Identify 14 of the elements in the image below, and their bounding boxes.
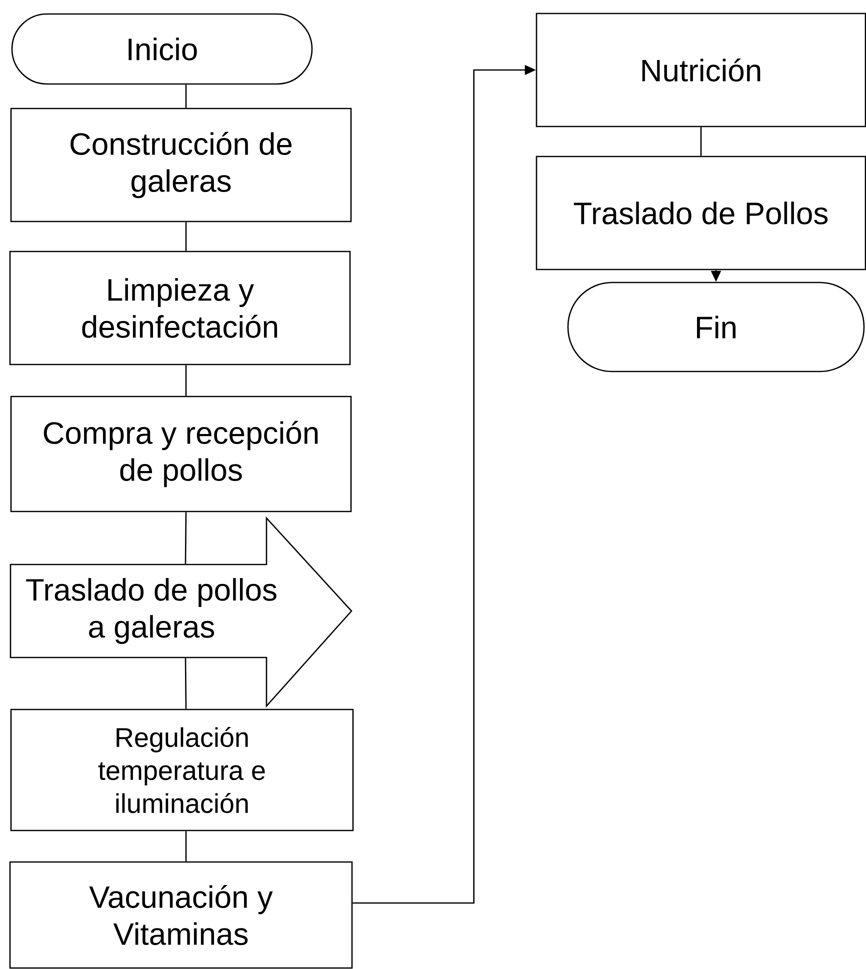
connector [184,512,187,564]
process-box: Traslado de Pollos [536,156,866,270]
connector [185,365,187,396]
process-box: Regulación temperatura e iluminación [10,708,354,832]
connector [185,222,187,251]
connector [185,831,187,862]
process-box: Vacunación y Vitaminas [9,861,353,969]
process-box: Limpieza y desinfectación [9,250,351,366]
connector [184,658,187,709]
process-box: Compra y recepción de pollos [10,396,352,512]
connector [185,84,187,108]
connector [700,127,702,156]
process-box: Nutrición [536,12,866,128]
process-box: Construcción de galeras [10,108,352,222]
